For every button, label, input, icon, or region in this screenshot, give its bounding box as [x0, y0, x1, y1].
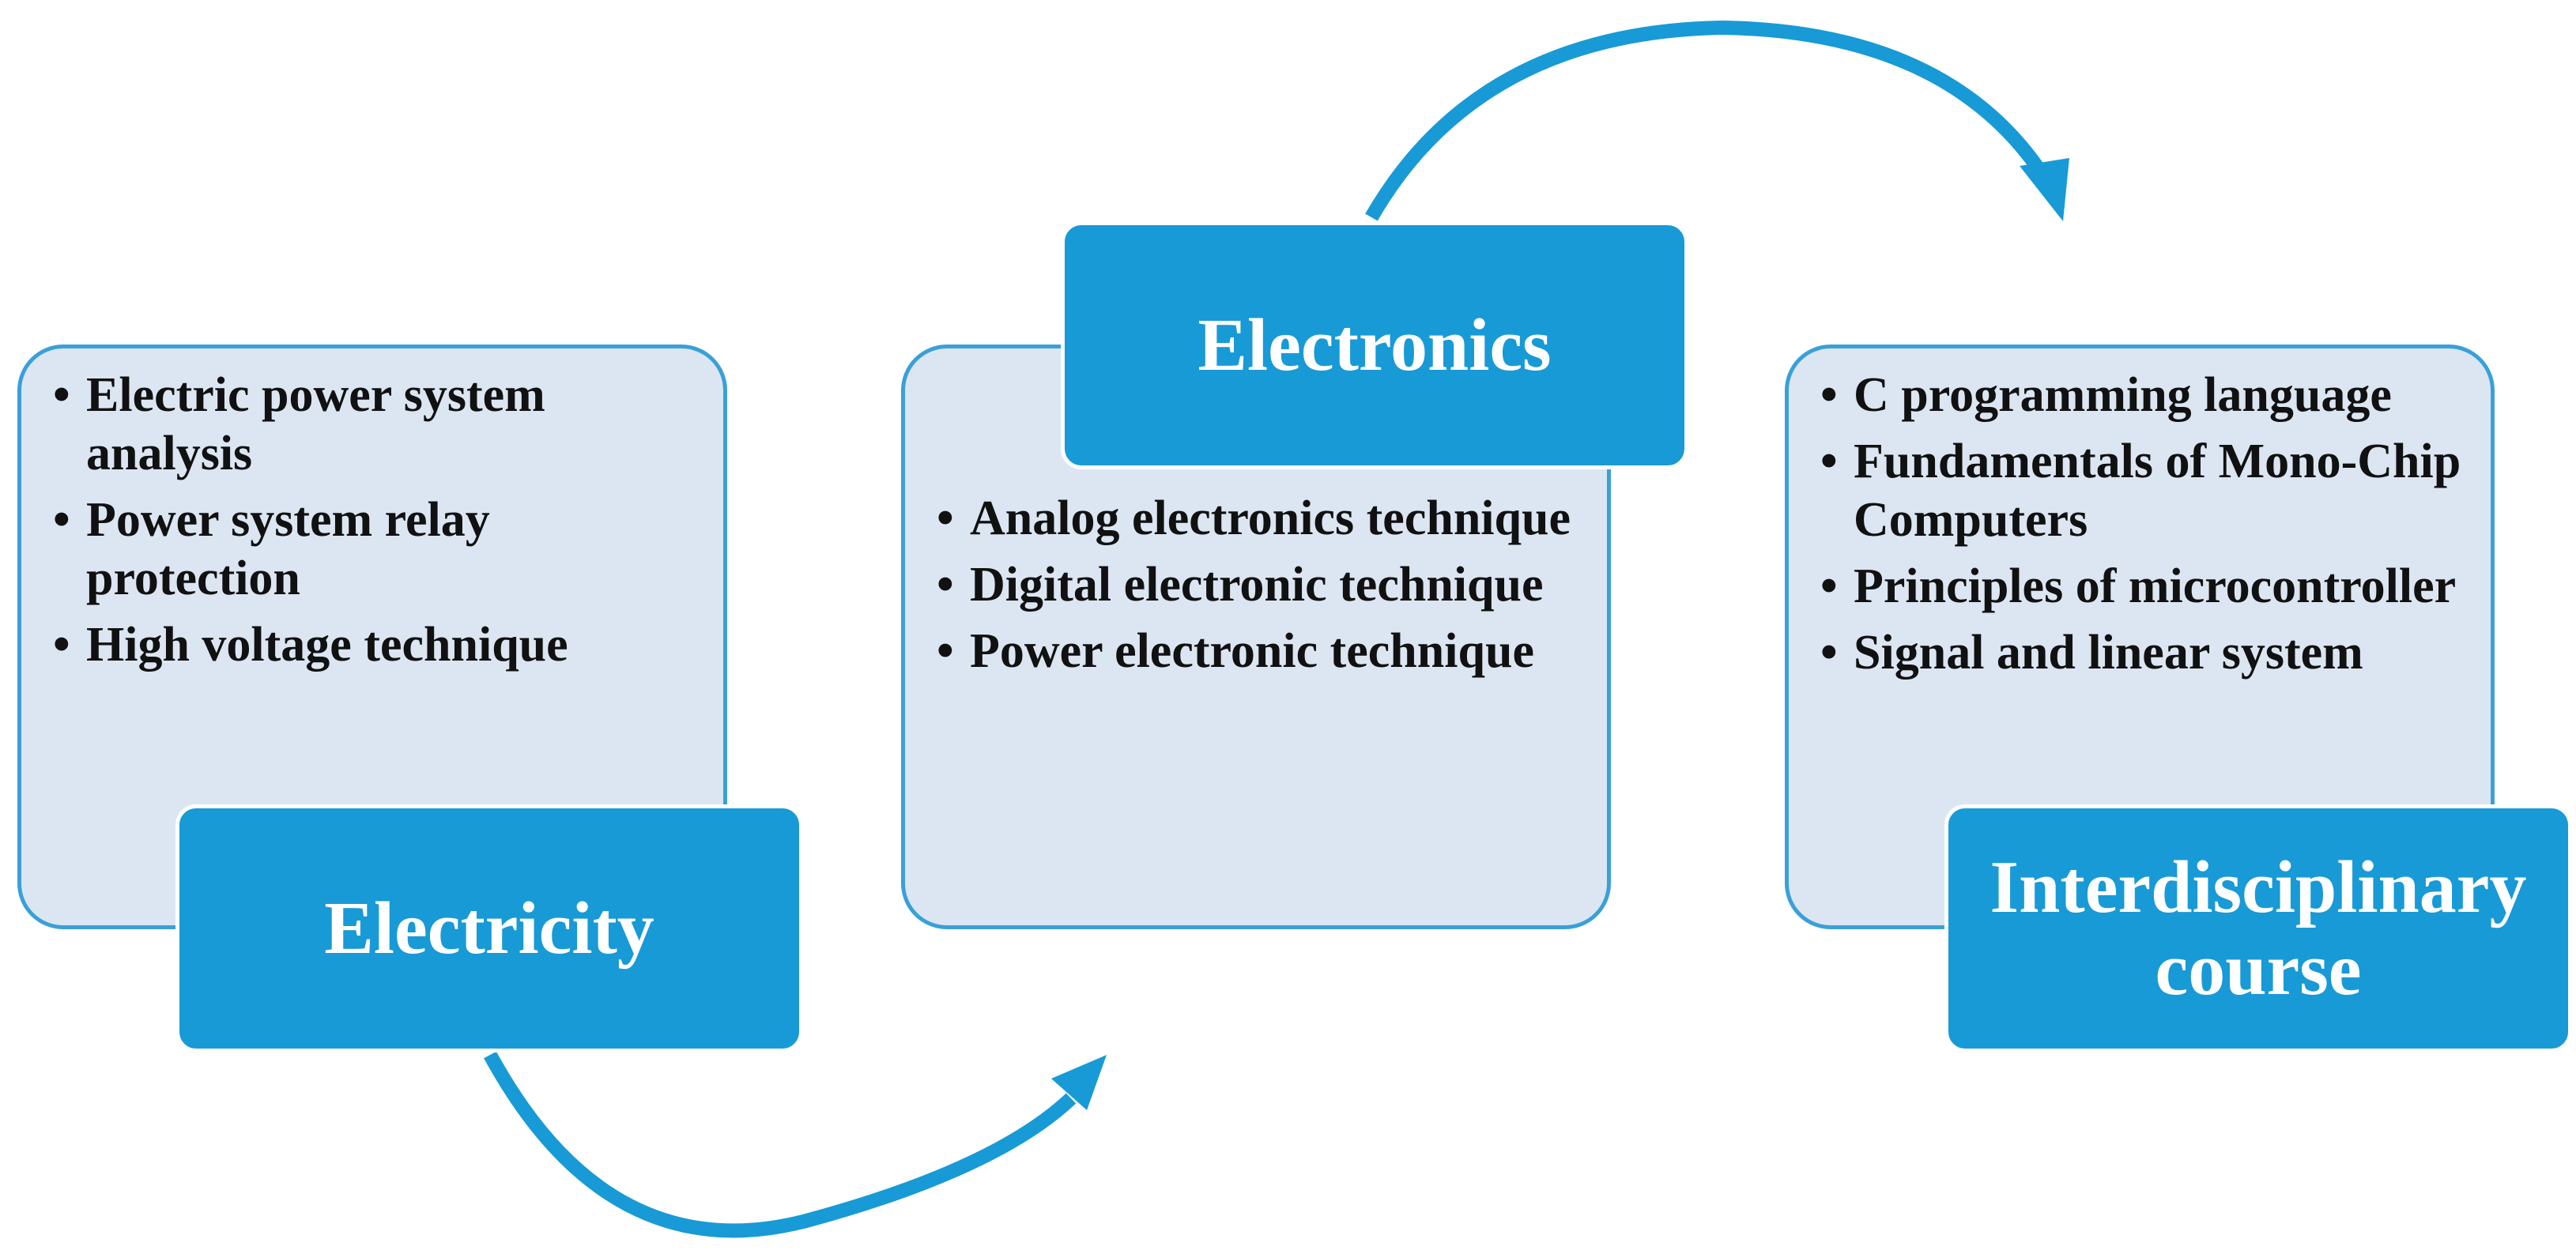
title-electricity-text: Electricity — [324, 887, 654, 970]
list-item: C programming language — [1805, 366, 2475, 424]
electricity-course-list: Electric power system analysis Power sys… — [37, 366, 707, 674]
list-item: Principles of microcontroller — [1805, 557, 2475, 616]
list-item: Power electronic technique — [921, 622, 1591, 680]
panel-electricity: Electric power system analysis Power sys… — [17, 345, 727, 929]
title-electronics-text: Electronics — [1197, 304, 1552, 386]
list-item: Signal and linear system — [1805, 623, 2475, 682]
arrow-head-2 — [2020, 158, 2069, 221]
electronics-course-list: Analog electronics technique Digital ele… — [921, 489, 1591, 680]
list-item: Fundamentals of Mono-Chip Computers — [1805, 432, 2475, 549]
list-item: High voltage technique — [37, 616, 707, 674]
title-electricity: Electricity — [175, 804, 803, 1053]
list-item: Analog electronics technique — [921, 489, 1591, 548]
list-item: Electric power system analysis — [37, 366, 707, 483]
arrow-electronics-to-interdisciplinary — [1365, 20, 2054, 221]
title-interdisciplinary: Interdisciplinary course — [1944, 804, 2572, 1053]
arrow-head-1 — [1051, 1055, 1107, 1110]
list-item: Power system relay protection — [37, 491, 707, 608]
list-item: Digital electronic technique — [921, 555, 1591, 614]
interdisciplinary-course-list: C programming language Fundamentals of M… — [1805, 366, 2475, 682]
title-electronics: Electronics — [1061, 221, 1688, 469]
title-interdisciplinary-text: Interdisciplinary course — [1990, 846, 2527, 1011]
arrow-electricity-to-electronics — [484, 1051, 1077, 1238]
